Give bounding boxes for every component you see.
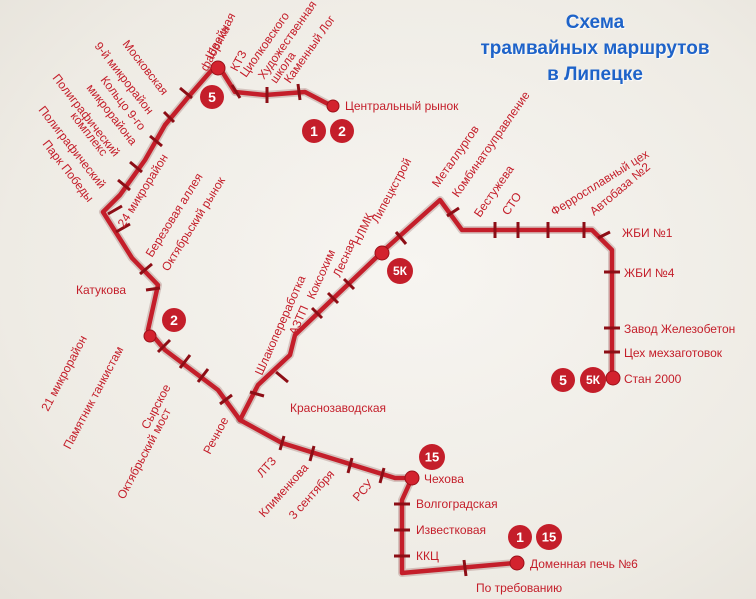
label-krasnozavodskaya: Краснозаводская <box>290 401 386 415</box>
label-stan2000: Стан 2000 <box>624 372 682 386</box>
tick-kamenny-log <box>296 83 302 101</box>
label-lipetskstroy: Липецкстрой <box>368 156 414 226</box>
badge-tsentralny-2: 2 <box>330 119 354 143</box>
label-tsekh-mekh: Цех мехзаготовок <box>624 346 723 360</box>
badge-domennaya-15: 15 <box>536 524 562 550</box>
label-zavod-zhb: Завод Железобетон <box>624 322 735 336</box>
tick-mkr9 <box>162 110 176 124</box>
label-katukova: Катукова <box>76 283 126 297</box>
svg-text:5К: 5К <box>586 373 601 387</box>
svg-text:1: 1 <box>516 529 524 545</box>
tick-park-pobedy <box>117 178 131 192</box>
svg-text:1: 1 <box>310 123 318 139</box>
stop-ticks <box>107 83 620 577</box>
title-line-2: трамвайных маршрутов <box>480 38 710 59</box>
tick-pamyatnik <box>156 338 172 354</box>
tick-krasnozavodskaya <box>275 370 289 384</box>
terminal-tsentralny-rynok <box>326 99 340 113</box>
tick-syrskoe <box>178 354 192 369</box>
svg-text:15: 15 <box>542 530 556 545</box>
title-line-3: в Липецке <box>547 64 643 85</box>
terminals <box>143 60 621 571</box>
tick-tsiolkovskogo <box>230 84 242 99</box>
badge-tsentralny-1: 1 <box>302 119 326 143</box>
route-line-east <box>237 197 615 423</box>
badge-chekhova-15: 15 <box>419 444 445 470</box>
svg-text:2: 2 <box>170 312 178 328</box>
badge-domennaya-1: 1 <box>508 525 532 549</box>
tick-klimenkova <box>308 445 316 462</box>
tick-oktyabrsky-rynok <box>139 262 153 276</box>
label-mkr21: 21 микрорайон <box>38 333 90 413</box>
tick-kombinatoupr <box>446 206 460 218</box>
tick-3sentyabrya <box>346 457 354 474</box>
svg-text:5: 5 <box>559 372 567 388</box>
route-badges: 5 1 2 2 5К 5 5 <box>162 85 606 550</box>
label-domennaya6: Доменная печь №6 <box>530 557 638 571</box>
badge-nlmk-5k: 5К <box>387 258 413 284</box>
label-po-trebovaniyu: По требованию <box>476 581 562 595</box>
label-tsentralny-rynok: Центральный рынок <box>345 99 459 113</box>
label-volgogradskaya: Волгоградская <box>416 497 498 511</box>
terminal-ktz <box>210 60 226 76</box>
tick-mkr24 <box>107 204 123 216</box>
terminal-stan2000 <box>605 370 621 386</box>
route-line-domennaya <box>399 475 518 576</box>
tick-moskovskaya <box>179 86 193 100</box>
terminal-nlmk <box>374 245 390 261</box>
badge-ktz-5: 5 <box>200 85 224 109</box>
terminal-oktyabrsky <box>143 329 157 343</box>
tick-aztp <box>310 306 324 320</box>
route-line-south <box>237 417 415 481</box>
badge-stan-5: 5 <box>551 368 575 392</box>
badge-oktyabrsky-2: 2 <box>162 308 186 332</box>
label-rechnoe: Речное <box>200 414 231 456</box>
label-kkts: ККЦ <box>416 549 439 563</box>
tick-katukova <box>145 286 161 292</box>
tick-poligraf <box>129 160 143 174</box>
label-ltz: ЛТЗ <box>254 454 279 480</box>
terminal-domennaya6 <box>509 555 525 571</box>
tick-ltz <box>278 435 286 451</box>
label-rsu: РСУ <box>350 477 377 504</box>
tick-rsu <box>378 467 386 484</box>
badge-stan-5k: 5К <box>580 367 606 393</box>
label-sto: СТО <box>499 190 524 218</box>
svg-text:15: 15 <box>425 450 439 465</box>
tick-koksokhim <box>326 291 340 305</box>
tick-shlakopererabotka <box>249 390 265 398</box>
terminal-chekhova <box>404 470 420 486</box>
label-izvestkovaya: Известковая <box>416 523 486 537</box>
tick-koltso9 <box>149 134 163 148</box>
tick-po-trebovaniyu <box>462 559 468 577</box>
tick-berezovaya <box>115 222 131 234</box>
tick-lesnaya <box>342 277 356 291</box>
tick-lipetskstroy <box>394 231 408 245</box>
tick-rechnoe <box>219 393 233 406</box>
label-chekhova: Чехова <box>424 472 464 486</box>
tick-zhbi1 <box>597 230 611 240</box>
svg-text:5: 5 <box>208 89 216 105</box>
svg-text:2: 2 <box>338 123 346 139</box>
svg-text:5К: 5К <box>393 264 408 278</box>
label-zhbi1: ЖБИ №1 <box>622 226 673 240</box>
stop-labels: Швейная фабрика КТЗ Циолковского Художес… <box>36 0 736 595</box>
label-zhbi4: ЖБИ №4 <box>624 266 675 280</box>
title-line-1: Схема <box>565 12 625 33</box>
map-title: Схема трамвайных маршрутов в Липецке <box>470 10 720 88</box>
tick-oktyabrsky-most <box>196 368 210 383</box>
